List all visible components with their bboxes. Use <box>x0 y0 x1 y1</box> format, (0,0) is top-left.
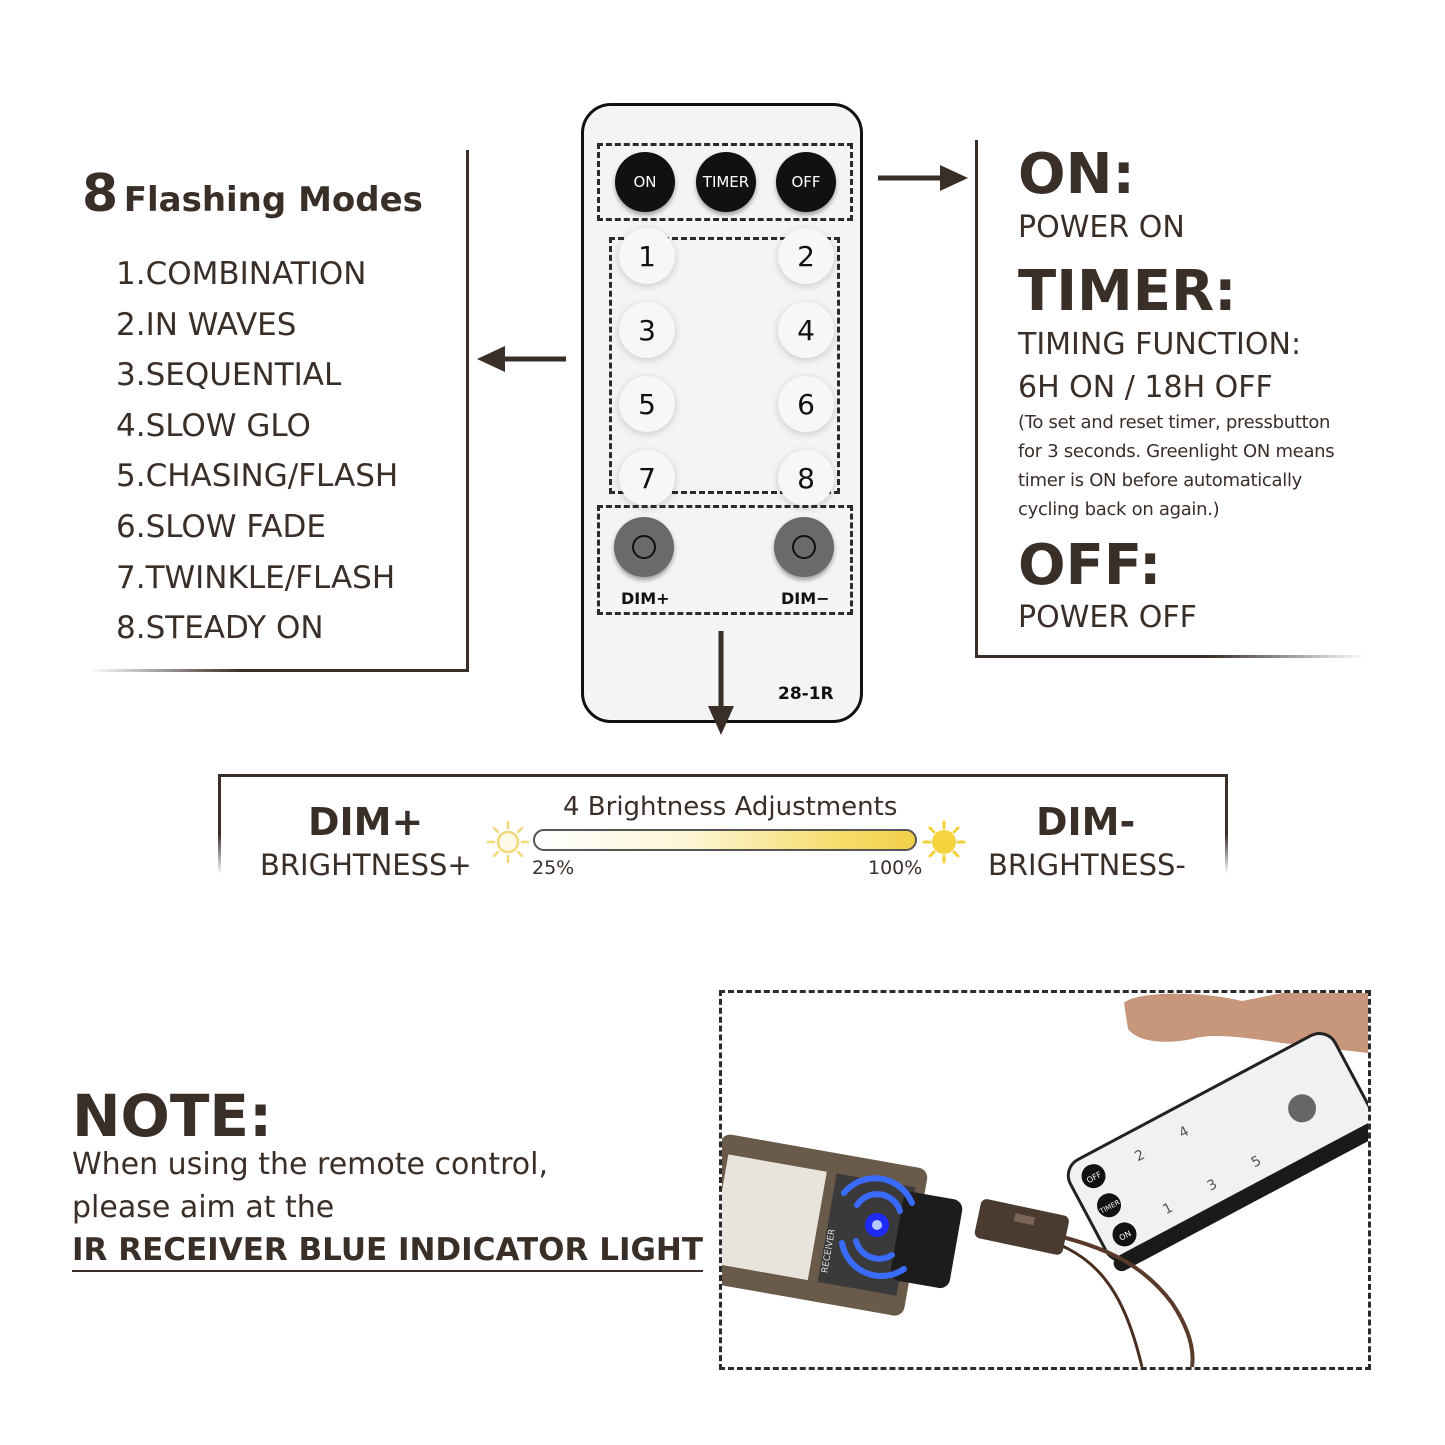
usage-photo: OFF TIMER ON 2 1 4 3 5 RECEIVER <box>719 990 1371 1370</box>
mode-button-5[interactable]: 5 <box>619 376 675 432</box>
mode-button-4[interactable]: 4 <box>778 302 834 358</box>
right-arrow <box>878 165 968 191</box>
off-heading: OFF: <box>1018 533 1162 598</box>
note-line-1: When using the remote control, <box>72 1147 549 1182</box>
timer-button[interactable]: TIMER <box>696 152 756 212</box>
modes-title-text: Flashing Modes <box>123 180 423 220</box>
note-heading: NOTE: <box>72 1082 273 1150</box>
mode-list: 1.COMBINATION 2.IN WAVES 3.SEQUENTIAL 4.… <box>116 254 398 659</box>
dim-plus-label: DIM+ <box>621 589 670 608</box>
on-heading: ON: <box>1018 142 1135 207</box>
dim-plus-icon <box>632 535 656 559</box>
usage-illustration: OFF TIMER ON 2 1 4 3 5 RECEIVER <box>722 993 1368 1367</box>
mode-button-6[interactable]: 6 <box>778 376 834 432</box>
brightness-box-left <box>218 774 221 874</box>
note-line-2: please aim at the <box>72 1190 335 1225</box>
mode-item: 2.IN WAVES <box>116 306 297 343</box>
bright-sun-icon <box>922 820 966 864</box>
mode-item: 5.CHASING/FLASH <box>116 458 399 495</box>
dim-minus-button[interactable] <box>774 517 834 577</box>
dim-minus-icon <box>792 535 816 559</box>
remote-control: ON TIMER OFF 1 2 3 4 5 6 7 8 DIM+ DIM− 2… <box>581 103 863 723</box>
dim-minus-description: BRIGHTNESS- <box>988 848 1186 882</box>
ir-signal-icon <box>839 1175 915 1279</box>
timer-schedule: 6H ON / 18H OFF <box>1018 370 1273 405</box>
cable <box>1021 1226 1195 1367</box>
mode-button-7[interactable]: 7 <box>619 450 675 506</box>
brightness-bar <box>533 829 917 851</box>
dim-plus-description: BRIGHTNESS+ <box>260 848 472 882</box>
mode-button-8[interactable]: 8 <box>778 450 834 506</box>
right-panel-border <box>975 140 978 658</box>
dim-plus-heading: DIM+ <box>308 800 424 844</box>
mode-button-1[interactable]: 1 <box>619 228 675 284</box>
left-arrow <box>477 346 566 372</box>
mode-button-group <box>609 237 840 494</box>
modes-title: 8 Flashing Modes <box>82 164 423 224</box>
mode-item: 6.SLOW FADE <box>116 508 326 545</box>
photo-remote: OFF TIMER ON 2 1 4 3 5 <box>1066 1032 1368 1272</box>
power-button-group <box>597 143 853 221</box>
mode-item: 8.STEADY ON <box>116 610 324 647</box>
brightness-title: 4 Brightness Adjustments <box>563 792 898 822</box>
on-button[interactable]: ON <box>615 152 675 212</box>
off-description: POWER OFF <box>1018 600 1197 635</box>
dim-minus-label: DIM− <box>781 589 830 608</box>
note-highlight: IR RECEIVER BLUE INDICATOR LIGHT <box>72 1232 704 1272</box>
mode-button-3[interactable]: 3 <box>619 302 675 358</box>
left-panel-bottom <box>90 669 469 672</box>
dim-plus-button[interactable] <box>614 517 674 577</box>
right-panel-bottom <box>975 655 1365 658</box>
off-button[interactable]: OFF <box>776 152 836 212</box>
brightness-max-label: 100% <box>868 857 923 879</box>
model-number: 28-1R <box>778 684 834 704</box>
mode-button-2[interactable]: 2 <box>778 228 834 284</box>
left-panel-border <box>466 150 469 672</box>
brightness-min-label: 25% <box>532 857 575 879</box>
dim-sun-icon <box>486 820 530 864</box>
modes-count: 8 <box>82 164 119 224</box>
dim-minus-heading: DIM- <box>1036 800 1136 844</box>
brightness-box-right <box>1225 774 1228 874</box>
cable-plug <box>974 1199 1069 1255</box>
down-arrow <box>708 631 734 735</box>
mode-item: 4.SLOW GLO <box>116 407 311 444</box>
mode-item: 7.TWINKLE/FLASH <box>116 559 396 596</box>
timer-note: (To set and reset timer, pressbutton for… <box>1018 412 1335 520</box>
on-description: POWER ON <box>1018 210 1185 245</box>
mode-item: 3.SEQUENTIAL <box>116 357 342 394</box>
dim-button-group <box>597 505 853 615</box>
timer-heading: TIMER: <box>1018 259 1237 324</box>
brightness-box-top <box>218 774 1228 777</box>
mode-item: 1.COMBINATION <box>116 256 367 292</box>
timer-description: TIMING FUNCTION: <box>1018 327 1302 362</box>
ir-receiver-box: RECEIVER <box>722 1134 963 1316</box>
